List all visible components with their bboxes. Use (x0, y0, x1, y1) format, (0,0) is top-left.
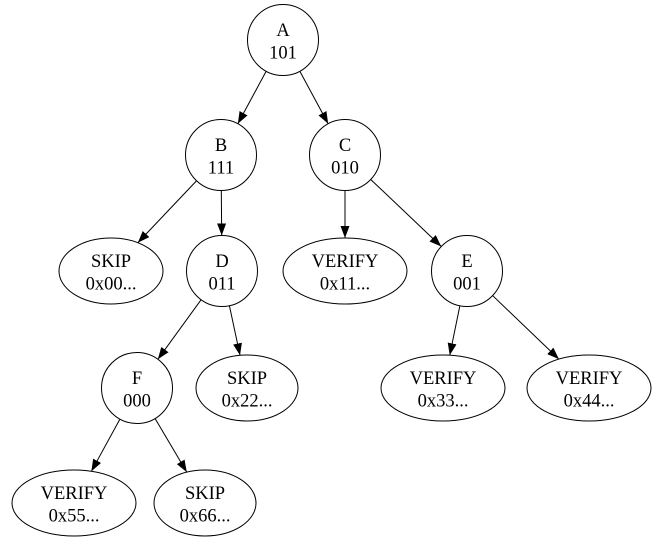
node-verify-0x44: VERIFY 0x44... (526, 354, 652, 422)
node-skip-0x00: SKIP 0x00... (58, 237, 164, 305)
circle-shape (186, 235, 258, 307)
edge-b-skip-0x00 (137, 180, 197, 244)
edge-a-b (237, 71, 267, 124)
node-label-line: SKIP (91, 252, 131, 272)
node-verify-0x33: VERIFY 0x33... (380, 354, 506, 422)
node-label-line: SKIP (185, 484, 225, 504)
edge-f-skip-0x66 (154, 418, 188, 473)
node-label-line: 0x55... (49, 507, 100, 527)
node-label-line: E (461, 252, 472, 272)
ellipse-shape (11, 469, 137, 537)
ellipse-shape (526, 354, 652, 422)
edge-e-verify-0x44 (492, 295, 560, 360)
node-verify-0x11: VERIFY 0x11... (282, 237, 408, 305)
node-label-line: VERIFY (41, 484, 108, 504)
node-label-line: 0x66... (180, 507, 231, 527)
node-label-line: VERIFY (312, 252, 379, 272)
node-label-line: A (276, 21, 290, 41)
circle-shape (431, 235, 503, 307)
node-label-line: B (215, 136, 227, 156)
node-label-line: 010 (331, 159, 359, 179)
node-label-line: VERIFY (556, 369, 623, 389)
node-label: VERIFY 0x11... (312, 252, 379, 295)
node-label-line: SKIP (227, 369, 267, 389)
node-label-line: 011 (208, 275, 235, 295)
edge-a-c (299, 71, 329, 124)
ellipse-shape (58, 237, 164, 305)
circle-shape (247, 4, 319, 76)
node-label-line: D (215, 252, 228, 272)
node-f: F 000 (101, 352, 173, 424)
node-label: E 001 (453, 252, 481, 295)
node-label-line: F (132, 369, 142, 389)
node-label: VERIFY 0x33... (410, 369, 477, 412)
edge-e-verify-0x33 (447, 305, 461, 356)
node-label: B 111 (208, 136, 234, 179)
edges-layer (90, 71, 560, 473)
ellipse-shape (380, 354, 506, 422)
node-label: D 011 (208, 252, 235, 295)
ellipse-shape (195, 354, 299, 422)
node-skip-0x22: SKIP 0x22... (195, 354, 299, 422)
node-label: VERIFY 0x44... (556, 369, 623, 412)
node-label: F 000 (123, 369, 151, 412)
node-skip-0x66: SKIP 0x66... (153, 469, 257, 537)
node-a: A 101 (247, 4, 319, 76)
node-label-line: 000 (123, 392, 151, 412)
node-label-line: 0x33... (418, 392, 469, 412)
node-label-line: 0x44... (564, 392, 615, 412)
node-label-line: VERIFY (410, 369, 477, 389)
node-label-line: C (339, 136, 351, 156)
edge-d-skip-0x22 (228, 305, 242, 356)
edge-f-verify-0x55 (90, 418, 121, 472)
node-d: D 011 (186, 235, 258, 307)
edge-d-f (157, 299, 202, 360)
node-label-line: 001 (453, 275, 481, 295)
circle-shape (185, 119, 257, 191)
node-label-line: 0x22... (222, 392, 273, 412)
ellipse-shape (153, 469, 257, 537)
node-label: SKIP 0x22... (222, 369, 273, 412)
edge-c-e (370, 179, 442, 247)
circle-shape (309, 119, 381, 191)
node-label-line: 0x11... (320, 275, 370, 295)
node-label: SKIP 0x66... (180, 484, 231, 527)
node-b: B 111 (185, 119, 257, 191)
node-label: SKIP 0x00... (86, 252, 137, 295)
node-label: VERIFY 0x55... (41, 484, 108, 527)
node-verify-0x55: VERIFY 0x55... (11, 469, 137, 537)
node-label-line: 0x00... (86, 275, 137, 295)
node-label: A 101 (269, 21, 297, 64)
node-label: C 010 (331, 136, 359, 179)
circle-shape (101, 352, 173, 424)
node-e: E 001 (431, 235, 503, 307)
node-label-line: 111 (208, 159, 234, 179)
node-label-line: 101 (269, 44, 297, 64)
ellipse-shape (282, 237, 408, 305)
node-c: C 010 (309, 119, 381, 191)
